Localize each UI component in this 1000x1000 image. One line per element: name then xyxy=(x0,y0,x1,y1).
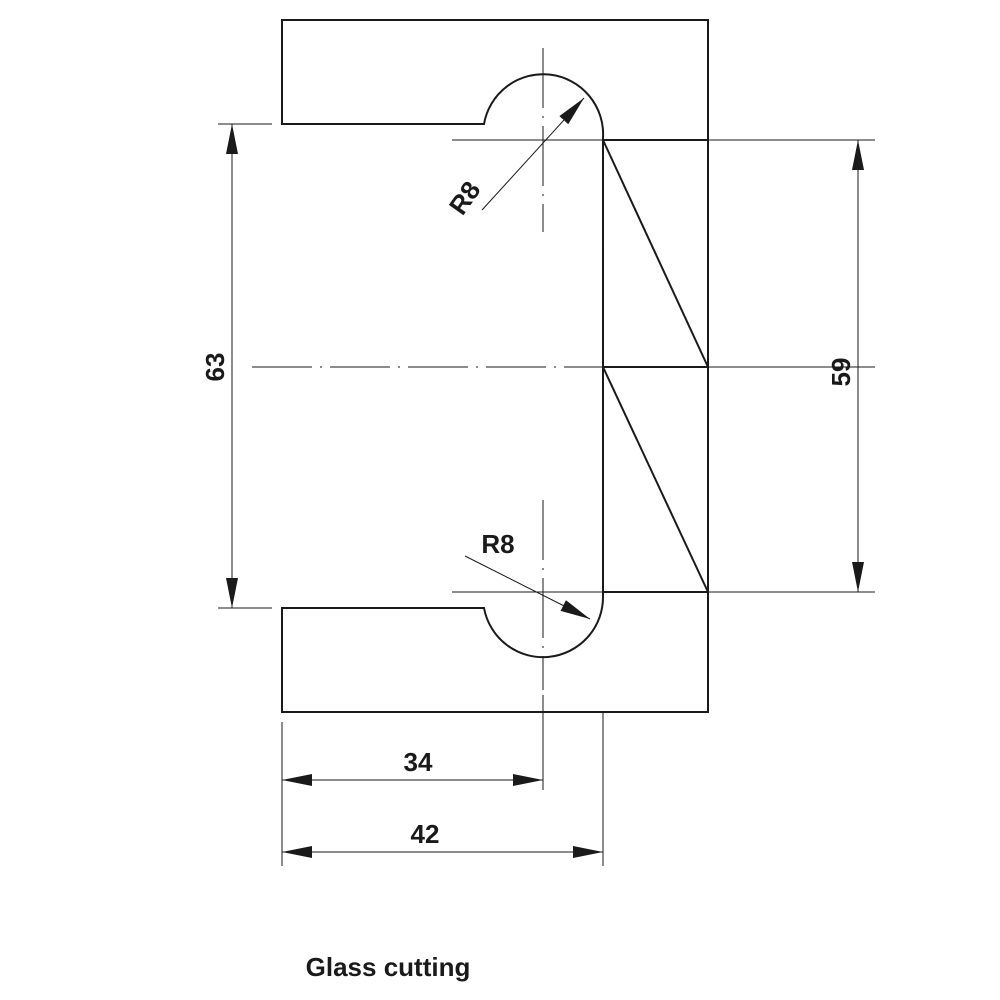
dimension-42-label: 42 xyxy=(411,819,440,849)
dimension-34: 34 xyxy=(282,747,543,786)
centerlines xyxy=(252,48,603,790)
dimension-34-label: 34 xyxy=(404,747,433,777)
dimension-63: 63 xyxy=(200,124,238,608)
radius-top: R8 xyxy=(443,97,585,220)
radius-top-label: R8 xyxy=(443,176,487,220)
glass-outline xyxy=(281,19,709,713)
dimension-59: 59 xyxy=(826,140,864,592)
caption: Glass cutting xyxy=(306,952,471,982)
radius-bottom-label: R8 xyxy=(481,529,514,559)
dimension-42: 42 xyxy=(282,819,603,858)
fitting-plate xyxy=(602,139,709,593)
extension-lines xyxy=(218,123,875,866)
radius-bottom: R8 xyxy=(464,529,591,620)
dimension-59-label: 59 xyxy=(826,358,856,387)
dimension-63-label: 63 xyxy=(200,353,230,382)
